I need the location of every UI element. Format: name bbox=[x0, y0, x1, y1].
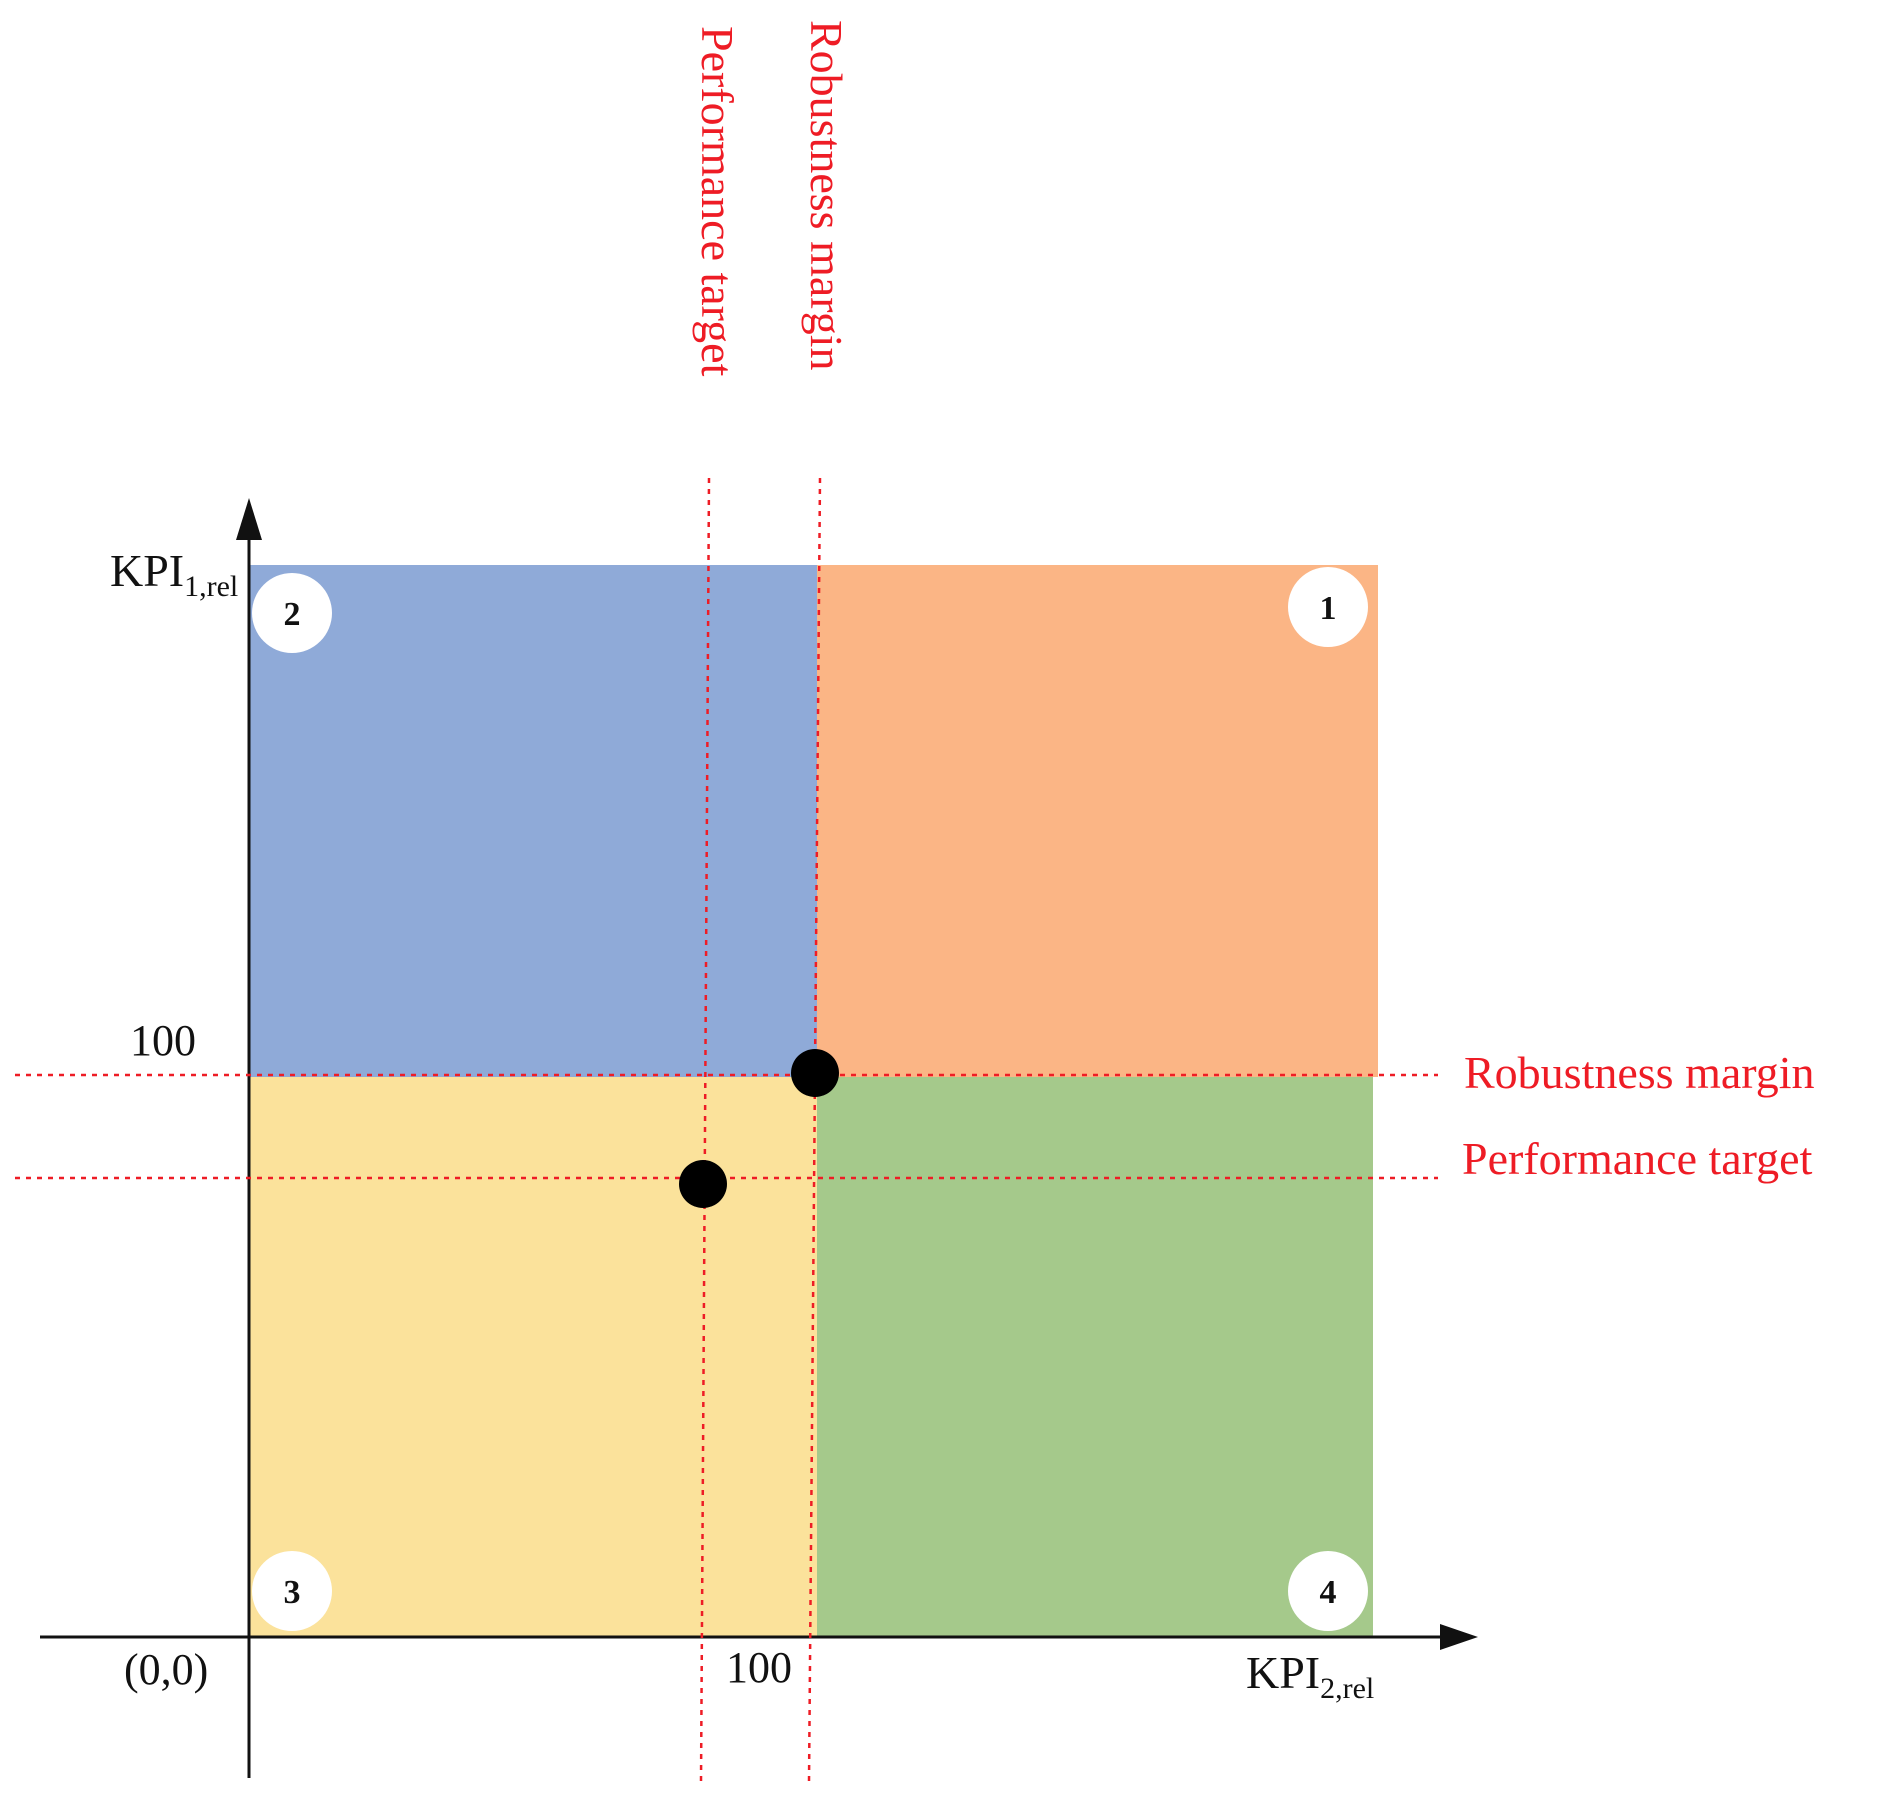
performance-target-point bbox=[679, 1160, 727, 1208]
y-tick-100: 100 bbox=[130, 1016, 196, 1065]
quadrant-1-number: 1 bbox=[1320, 590, 1337, 627]
x-axis-arrow-icon bbox=[1440, 1624, 1478, 1650]
performance-target-vlabel: Performance target bbox=[692, 26, 743, 377]
quadrant-4-region bbox=[817, 1077, 1373, 1636]
performance-target-hlabel: Performance target bbox=[1462, 1133, 1813, 1184]
quadrant-1-region bbox=[817, 565, 1378, 1077]
y-axis-label: KPI1,rel bbox=[110, 545, 238, 603]
robustness-margin-vline bbox=[807, 477, 822, 1783]
quadrant-3-badge: 3 bbox=[252, 1551, 332, 1631]
x-axis-label-main: KPI bbox=[1246, 1647, 1320, 1698]
quadrant-2-region bbox=[249, 565, 817, 1077]
quadrant-2-number: 2 bbox=[284, 596, 301, 633]
y-axis-arrow-icon bbox=[236, 498, 262, 540]
quadrant-1-badge: 1 bbox=[1288, 567, 1368, 647]
x-tick-100: 100 bbox=[726, 1643, 792, 1692]
robustness-margin-vlabel: Robustness margin bbox=[801, 20, 852, 371]
quadrant-3-number: 3 bbox=[284, 1574, 301, 1611]
robustness-margin-hlabel: Robustness margin bbox=[1464, 1047, 1815, 1098]
origin-label: (0,0) bbox=[124, 1645, 208, 1694]
performance-target-vline bbox=[699, 477, 711, 1783]
robustness-margin-point bbox=[791, 1049, 839, 1097]
quadrant-2-badge: 2 bbox=[252, 573, 332, 653]
quadrant-4-number: 4 bbox=[1320, 1574, 1337, 1611]
quadrant-3-region bbox=[249, 1077, 817, 1636]
y-axis-label-main: KPI bbox=[110, 545, 184, 596]
x-axis-label: KPI2,rel bbox=[1246, 1647, 1374, 1705]
y-axis-label-sub: 1,rel bbox=[184, 570, 238, 603]
quadrant-4-badge: 4 bbox=[1288, 1551, 1368, 1631]
x-axis-label-sub: 2,rel bbox=[1320, 1672, 1374, 1705]
